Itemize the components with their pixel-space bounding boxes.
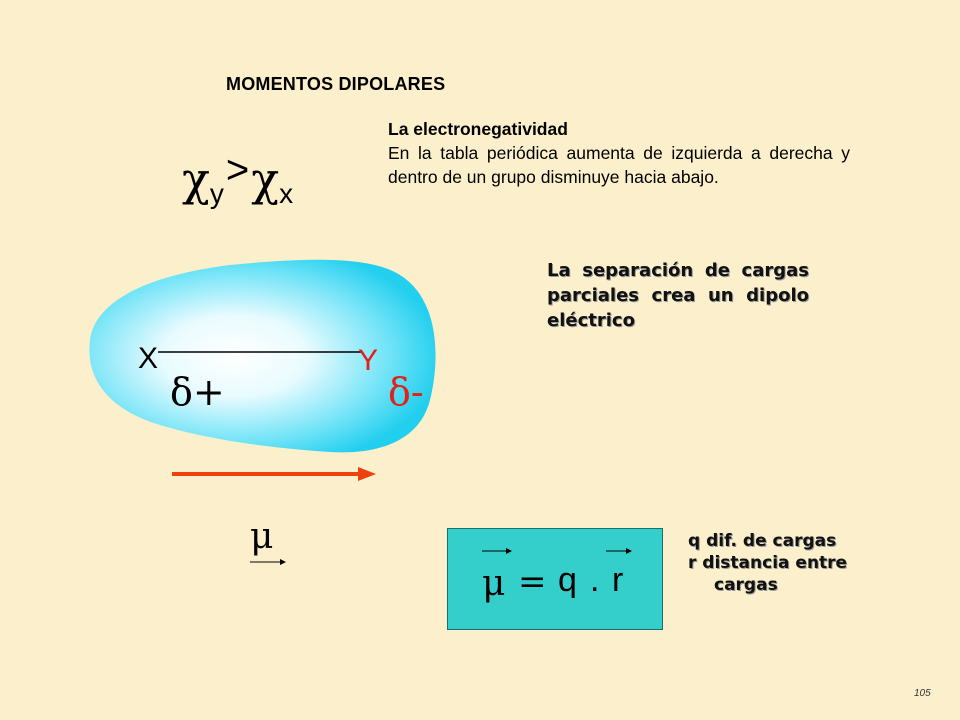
electronegativity-body: En la tabla periódica aumenta de izquier…: [388, 143, 850, 187]
atom-y-label: Y: [358, 344, 378, 377]
greater-than-operator: >: [225, 148, 250, 192]
separation-body: La separación de cargas parciales crea u…: [547, 260, 809, 306]
chi-symbol-left: χ: [182, 152, 210, 206]
r-vector-bar-head: [626, 548, 632, 554]
legend-r-line: r distancia entre: [688, 553, 848, 573]
formula-r: r: [612, 561, 623, 599]
electronegativity-block: La electronegatividad En la tabla periód…: [388, 117, 850, 189]
electronegativity-heading: La electronegatividad: [388, 119, 568, 139]
formula-dot: .: [590, 561, 599, 599]
formula-mu: μ: [482, 563, 505, 604]
slide-title: MOMENTOS DIPOLARES: [226, 74, 446, 94]
mu-vector-arrow-head: [280, 559, 286, 565]
chi-subscript-y: y: [209, 178, 224, 209]
legend-r-line-continued: cargas: [714, 575, 778, 595]
atom-x-label: X: [138, 342, 158, 375]
dipole-separation-text: La separación de cargas parciales crea u…: [547, 258, 809, 333]
separation-last-line: eléctrico: [547, 310, 635, 331]
dipole-mu-symbol: μ: [250, 516, 273, 557]
formula-equals: =: [518, 562, 547, 602]
formula-q: q: [558, 561, 577, 599]
dipole-formula: μ = q . r: [482, 548, 632, 604]
partial-charge-negative: δ-: [388, 370, 424, 414]
partial-charge-positive: δ+: [170, 370, 225, 414]
page-number: 105: [914, 688, 931, 699]
chi-expression: χy>χx: [182, 150, 293, 208]
formula-legend: q dif. de cargas r distancia entre carga…: [688, 530, 908, 596]
mu-vector-bar-head: [506, 548, 512, 554]
dipole-formula-box: μ = q . r: [447, 528, 663, 630]
chi-symbol-right: χ: [251, 152, 280, 206]
chi-subscript-x: x: [279, 178, 294, 209]
electron-cloud: [89, 259, 436, 453]
legend-q-line: q dif. de cargas: [688, 531, 837, 551]
dipole-arrow-head: [358, 467, 376, 481]
